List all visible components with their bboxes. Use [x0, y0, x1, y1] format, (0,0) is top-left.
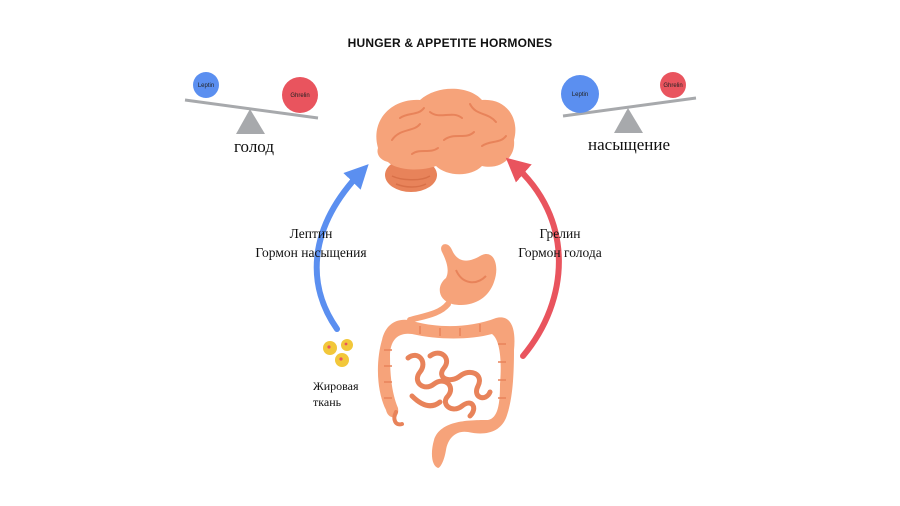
fat-tissue-line2: ткань — [313, 395, 342, 409]
hunger-label: голод — [234, 137, 274, 156]
ghrelin-caption: Грелин Гормон голода — [500, 224, 620, 262]
ghrelin-description: Гормон голода — [518, 245, 602, 260]
brain-icon — [376, 88, 516, 192]
leptin-arrow — [313, 164, 369, 332]
leptin-description: Гормон насыщения — [255, 245, 367, 260]
intestines-icon — [377, 301, 515, 468]
hunger-balance-scale-icon: Leptin Ghrelin — [184, 72, 319, 134]
ghrelin-ball-label: Ghrelin — [663, 83, 682, 89]
leptin-ball-icon — [193, 72, 219, 98]
ghrelin-arrow — [505, 157, 562, 359]
satiety-label: насыщение — [588, 135, 670, 154]
ghrelin-ball-icon — [660, 72, 686, 98]
leptin-ball-label: Leptin — [198, 83, 214, 89]
stomach-icon — [439, 244, 497, 306]
leptin-ball-icon — [561, 75, 599, 113]
fat-cells-icon — [323, 339, 353, 367]
ghrelin-ball-icon — [282, 77, 318, 113]
ghrelin-name: Грелин — [539, 226, 581, 241]
fat-tissue-line1: Жировая — [313, 379, 359, 393]
satiety-balance-scale-icon: Leptin Ghrelin — [561, 72, 697, 133]
leptin-ball-label: Leptin — [572, 92, 588, 98]
page-title: HUNGER & APPETITE HORMONES — [347, 36, 553, 50]
fat-tissue-caption: Жировая ткань — [313, 378, 359, 410]
leptin-caption: Лептин Гормон насыщения — [236, 224, 386, 262]
leptin-name: Лептин — [289, 226, 333, 241]
ghrelin-ball-label: Ghrelin — [290, 93, 309, 99]
